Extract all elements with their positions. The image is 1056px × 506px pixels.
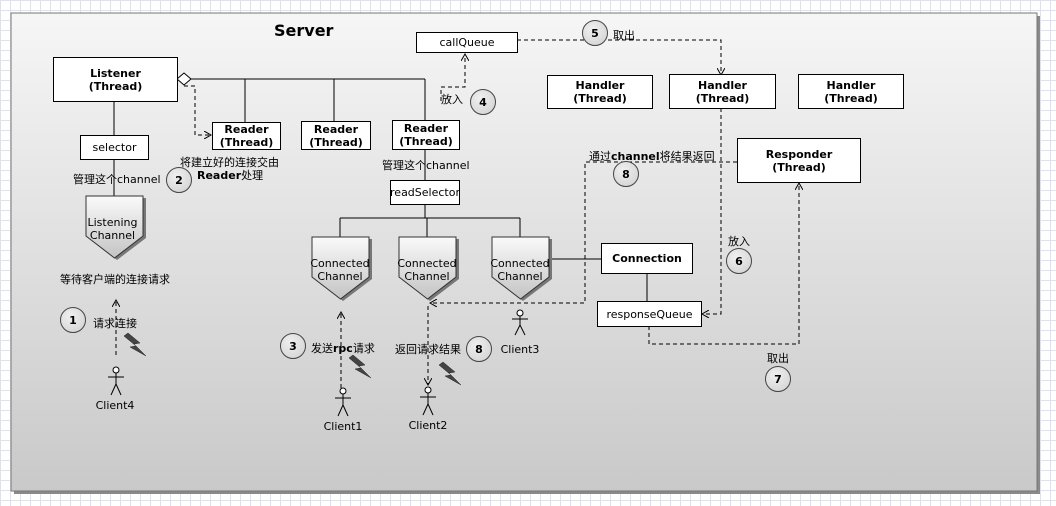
- handler-box-3: Handler (Thread): [798, 74, 904, 109]
- call-queue-box: callQueue: [416, 32, 518, 53]
- step-badge-8b: 8: [466, 336, 492, 362]
- handover-label-bold: Reader: [197, 169, 242, 182]
- actor-icons: [108, 309, 528, 417]
- reader-box-2: Reader (Thread): [301, 121, 371, 150]
- send-label-pre: 发送: [311, 342, 333, 355]
- connected-channel-label-1: Connected Channel: [310, 257, 370, 283]
- put-label-2: 放入: [728, 235, 750, 248]
- reader-box-1: Reader (Thread): [212, 122, 281, 150]
- send-rpc-label: 发送rpc请求: [311, 340, 375, 356]
- connection-box: Connection: [601, 243, 693, 274]
- take-label-2: 取出: [767, 352, 789, 365]
- put-label-1: 放入: [441, 93, 463, 106]
- response-queue-box: responseQueue: [597, 301, 702, 327]
- lightning-icon: [123, 332, 147, 357]
- client3-label: Client3: [500, 343, 540, 356]
- handover-label-line1: 将建立好的连接交由: [180, 156, 279, 169]
- step-badge-1: 1: [60, 307, 86, 333]
- selector-box: selector: [80, 135, 149, 160]
- handler-box-1: Handler (Thread): [547, 75, 653, 109]
- listener-box: Listener (Thread): [53, 57, 178, 102]
- step-badge-5: 5: [582, 20, 608, 46]
- step-badge-3: 3: [280, 333, 306, 359]
- take-label-1: 取出: [613, 29, 635, 42]
- lightning-icon: [438, 361, 462, 386]
- client1-label: Client1: [323, 420, 363, 433]
- return-label-post: 将结果返回: [659, 150, 715, 163]
- client3-actor-icon: [512, 309, 528, 336]
- return-result-label: 返回请求结果: [395, 343, 461, 356]
- lightning-icons: [123, 332, 462, 386]
- return-via-channel-label: 通过channel将结果返回: [589, 148, 715, 164]
- listening-channel-label: Listening Channel: [87, 216, 138, 242]
- send-label-bold: rpc: [333, 342, 353, 355]
- aggregation-diamond: [176, 72, 192, 86]
- handover-label-line2: Reader处理: [197, 167, 263, 183]
- send-label-post: 请求: [352, 342, 375, 355]
- connected-channel-label-3: Connected Channel: [490, 257, 550, 283]
- request-connection-label: 请求连接: [93, 317, 137, 330]
- step-badge-4: 4: [470, 89, 496, 115]
- connected-channel-label-2: Connected Channel: [397, 257, 457, 283]
- wait-connection-label: 等待客户端的连接请求: [60, 273, 170, 286]
- handler-box-2: Handler (Thread): [669, 74, 776, 109]
- responder-box: Responder (Thread): [737, 138, 861, 183]
- step-badge-6: 6: [726, 248, 752, 274]
- channel-shapes: [85, 195, 552, 301]
- client4-label: Client4: [95, 399, 135, 412]
- manage-label-2: 管理这个channel: [382, 159, 470, 172]
- return-label-pre: 通过: [589, 150, 611, 163]
- step-badge-2: 2: [166, 167, 192, 193]
- client2-actor-icon: [420, 386, 436, 416]
- step-badge-8a: 8: [613, 161, 639, 187]
- server-title: Server: [274, 21, 334, 40]
- client2-label: Client2: [408, 419, 448, 432]
- client4-actor-icon: [108, 366, 124, 396]
- return-label-bold: channel: [611, 150, 660, 163]
- manage-label-1: 管理这个channel: [73, 173, 161, 186]
- step-badge-7: 7: [765, 366, 791, 392]
- reader-box-3: Reader (Thread): [392, 120, 460, 150]
- client1-actor-icon: [335, 387, 351, 417]
- lightning-icon: [348, 354, 372, 379]
- read-selector-box: readSelector: [390, 180, 460, 205]
- dashed-arrows: [116, 39, 799, 388]
- solid-connectors: [113, 78, 648, 302]
- handover-label-rest: 处理: [241, 169, 264, 182]
